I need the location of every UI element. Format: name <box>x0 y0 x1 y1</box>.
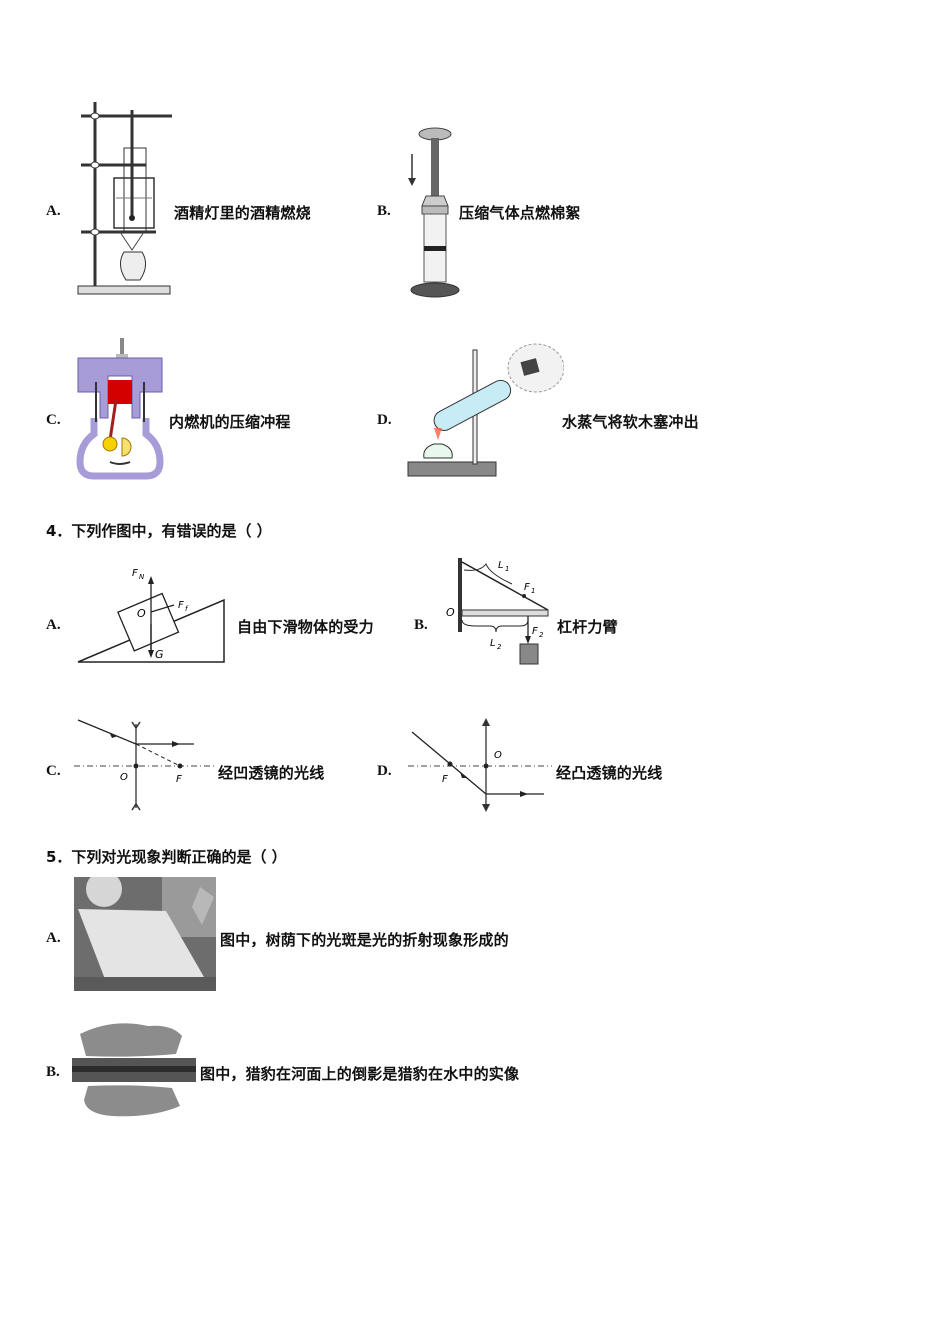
svg-text:L: L <box>498 560 504 571</box>
option-letter: D. <box>377 412 392 428</box>
svg-text:1: 1 <box>531 587 535 595</box>
cheetah-reflection-photo <box>72 1018 196 1122</box>
svg-text:O: O <box>446 606 455 619</box>
option-text: 压缩气体点燃棉絮 <box>459 204 581 222</box>
option-text: 内燃机的压缩冲程 <box>169 413 291 431</box>
option-text: 图中，猎豹在河面上的倒影是猎豹在水中的实像 <box>200 1065 520 1083</box>
label-fn: F <box>132 568 138 579</box>
svg-text:F: F <box>178 600 184 611</box>
svg-text:F: F <box>532 626 538 637</box>
svg-text:F: F <box>442 774 448 785</box>
option-letter: B. <box>377 203 391 219</box>
option-letter: C. <box>46 763 61 779</box>
option-letter: A. <box>46 617 61 633</box>
option-text: 水蒸气将软木塞冲出 <box>562 413 699 431</box>
svg-text:G: G <box>155 648 164 661</box>
option-text: 杠杆力臂 <box>557 618 618 636</box>
air-compression-syringe-figure <box>404 126 460 298</box>
svg-text:F: F <box>524 582 530 593</box>
svg-text:O: O <box>494 750 502 761</box>
option-letter: C. <box>46 412 61 428</box>
concave-lens-ray-diagram: O F <box>74 718 214 814</box>
svg-text:N: N <box>139 573 145 581</box>
engine-cylinder-figure <box>74 334 166 482</box>
question-4-title: 4．下列作图中，有错误的是（ ） <box>46 522 272 540</box>
question-5-title: 5．下列对光现象判断正确的是（ ） <box>46 848 287 866</box>
option-text: 经凸透镜的光线 <box>556 764 663 782</box>
svg-text:2: 2 <box>539 631 544 639</box>
option-letter: B. <box>46 1064 60 1080</box>
option-text: 经凹透镜的光线 <box>218 764 325 782</box>
option-letter: A. <box>46 930 61 946</box>
svg-text:f: f <box>185 605 189 613</box>
option-letter: B. <box>414 617 428 633</box>
option-text: 自由下滑物体的受力 <box>237 618 374 636</box>
svg-text:L: L <box>490 638 496 649</box>
convex-lens-ray-diagram: O F <box>408 716 552 814</box>
svg-text:2: 2 <box>497 643 502 651</box>
option-text: 图中，树荫下的光斑是光的折射现象形成的 <box>220 931 509 949</box>
svg-text:1: 1 <box>505 565 509 573</box>
lever-arm-diagram: O L 1 F 1 F 2 L 2 <box>440 554 552 668</box>
option-letter: A. <box>46 203 61 219</box>
option-text: 酒精灯里的酒精燃烧 <box>174 204 311 222</box>
svg-text:O: O <box>137 607 146 620</box>
incline-force-diagram: F N O F f G <box>74 562 234 666</box>
beaker-heating-apparatus-figure <box>76 100 172 298</box>
option-letter: D. <box>377 763 392 779</box>
svg-text:O: O <box>120 772 128 783</box>
light-spot-photo <box>74 877 216 991</box>
svg-text:F: F <box>176 774 182 785</box>
test-tube-cork-figure <box>404 340 564 482</box>
